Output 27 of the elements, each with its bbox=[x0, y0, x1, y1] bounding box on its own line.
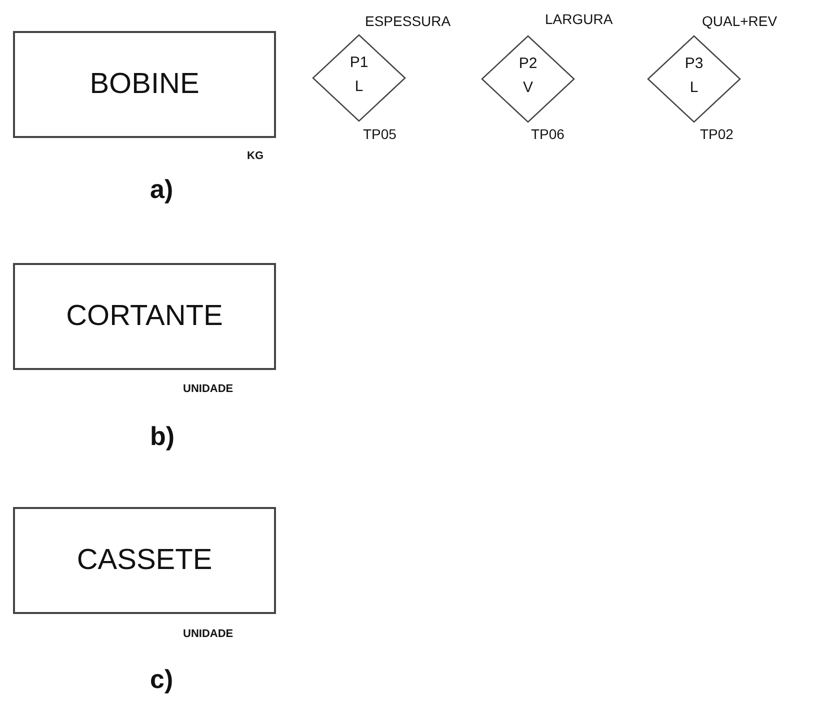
diamond-label: P1 bbox=[348, 54, 370, 71]
unit-label: UNIDADE bbox=[183, 383, 234, 395]
unit-label: UNIDADE bbox=[183, 628, 234, 640]
process-box bbox=[13, 31, 276, 138]
attribute-label: TP05 bbox=[363, 126, 396, 142]
process-box bbox=[13, 263, 276, 370]
process-box bbox=[13, 507, 276, 614]
attribute-label: TP06 bbox=[531, 126, 564, 142]
attribute-label: ESPESSURA bbox=[365, 13, 451, 29]
diamond-label: P2 bbox=[518, 55, 538, 72]
decision-diamond bbox=[647, 35, 741, 123]
box-label: CASSETE bbox=[76, 544, 212, 577]
attribute-label: LARGURA bbox=[545, 11, 613, 27]
panel-label: a) bbox=[150, 174, 174, 205]
diamond-label: L bbox=[688, 79, 700, 96]
diamond-label: L bbox=[354, 78, 364, 95]
decision-diamond bbox=[312, 34, 406, 122]
attribute-label: TP02 bbox=[700, 126, 734, 142]
box-label: CORTANTE bbox=[66, 300, 223, 333]
unit-label: KG bbox=[247, 150, 264, 162]
panel-label: b) bbox=[150, 421, 175, 452]
diamond-label: P3 bbox=[684, 55, 704, 72]
panel-label: c) bbox=[150, 664, 174, 695]
box-label: BOBINE bbox=[90, 68, 200, 101]
decision-diamond bbox=[481, 35, 575, 123]
attribute-label: QUAL+REV bbox=[702, 13, 778, 29]
diamond-label: V bbox=[522, 79, 534, 96]
